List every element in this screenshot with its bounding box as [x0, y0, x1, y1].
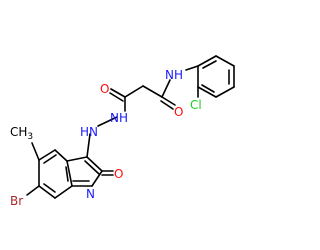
bond-c3a-c3: [66, 156, 88, 162]
bond-c3a-c4: [54, 149, 68, 162]
bond-bz-inner-1: [43, 154, 57, 164]
bond-n-c1: [161, 79, 171, 98]
bond-c1-c2: [142, 85, 163, 98]
bond-c4-o-b: [109, 92, 124, 102]
amide-oxygen-label: O: [174, 105, 183, 119]
bond-ph-inner-1: [202, 60, 217, 69]
bond-c3-c2ring-b: [84, 160, 100, 175]
bond-bz-inner-2: [43, 183, 56, 193]
chlorine-label: Cl: [190, 98, 202, 112]
bond-c6-br: [26, 185, 40, 196]
bond-hn-c3: [86, 133, 91, 158]
ring-nitrogen-label: N: [86, 187, 95, 201]
bond-ph5-ph6: [197, 86, 217, 98]
bond-c5-methyl: [31, 142, 40, 161]
bond-c2ring-n: [91, 170, 103, 187]
atom-labels: NH O Cl O NH HN CH3 Br N O: [10, 68, 202, 208]
ring-oxygen-label: O: [114, 167, 123, 181]
bond-c2-c3: [124, 85, 144, 98]
bond-ph1-ph2: [197, 55, 217, 67]
bond-c4-c5: [38, 149, 56, 161]
bond-nh-hn: [97, 116, 118, 127]
bond-c3-c2ring-a: [86, 156, 103, 172]
molecule-structure-diagram: NH O Cl O NH HN CH3 Br N O: [10, 55, 235, 208]
bond-c6-c7: [38, 185, 56, 199]
bond-c1-o-a: [161, 96, 176, 106]
bond-c1-o-b: [160, 100, 174, 110]
bonds: [26, 55, 235, 199]
bond-c7a-c3a: [66, 160, 73, 187]
bond-ph-inner-3: [201, 84, 215, 93]
bromine-label: Br: [10, 194, 23, 208]
bond-n-ph1: [185, 65, 199, 71]
hydrazide-nh-label: NH: [110, 111, 128, 125]
bond-c4-o-a: [110, 88, 126, 98]
hydrazide-oxygen-label: O: [100, 82, 109, 96]
bond-ph4-ph5: [215, 86, 235, 98]
bond-c7-c7a: [54, 185, 73, 199]
bond-ph2-ph3: [215, 55, 235, 67]
bond-bz-inner-3: [65, 166, 69, 182]
methyl-label: CH3: [10, 125, 33, 142]
amide-nh-label: NH: [165, 68, 183, 82]
hydrazide-hn-label: HN: [80, 125, 98, 139]
